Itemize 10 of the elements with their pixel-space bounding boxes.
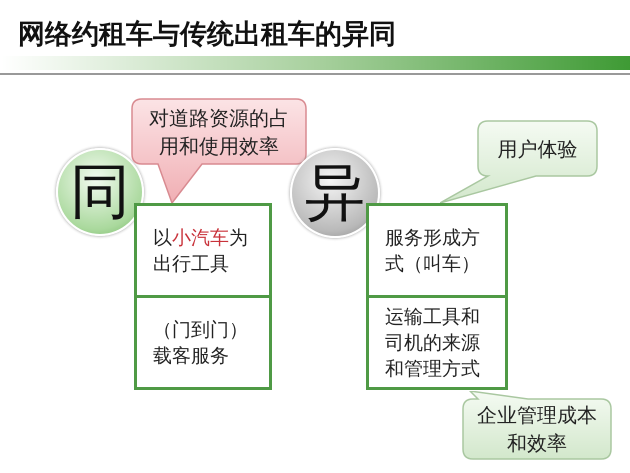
text-box: 运输工具和司机的来源和管理方式 [366, 295, 508, 390]
slide-title: 网络约租车与传统出租车的异同 [18, 18, 396, 52]
text-box: 服务形成方式（叫车） [366, 203, 508, 298]
label-circle: 异 [290, 148, 380, 238]
speech-bubble: 企业管理成本和效率 [462, 391, 612, 460]
speech-bubble: 对道路资源的占用和使用效率 [131, 98, 307, 203]
text-box: 以小汽车为出行工具 [134, 203, 272, 298]
label-circle: 同 [56, 148, 144, 236]
speech-bubble: 用户体验 [440, 120, 598, 203]
text-box: （门到门）载客服务 [134, 295, 272, 390]
